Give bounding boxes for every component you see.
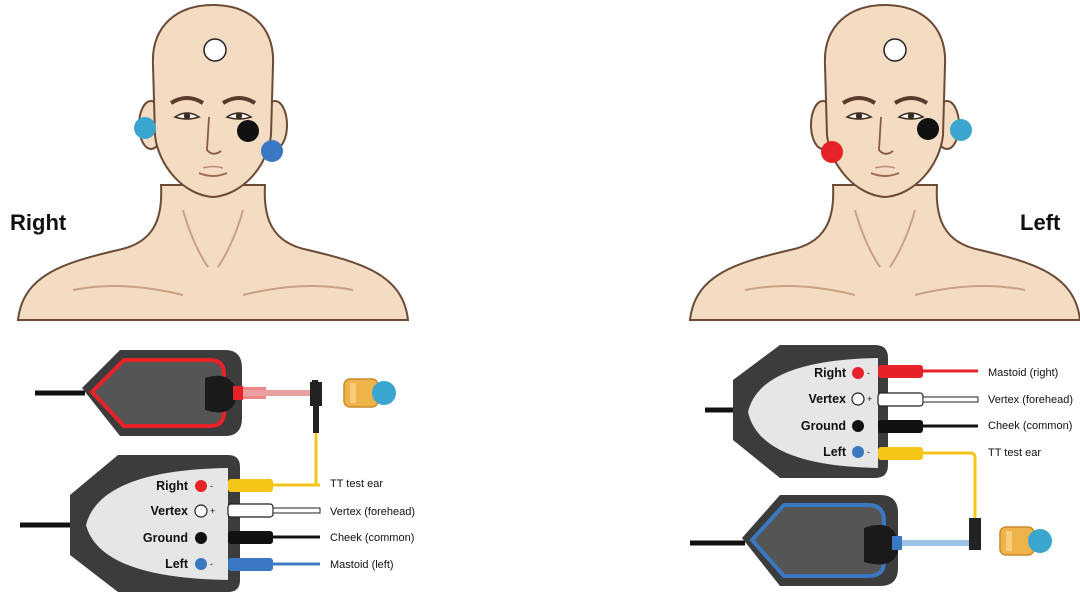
- preamp-right-dot-left: [195, 558, 207, 570]
- tt-tube: [255, 405, 316, 485]
- callout-left-mastoid-right: Mastoid (right): [988, 367, 1058, 379]
- preamp-right-dot-right: [195, 480, 207, 492]
- electrode-left-ear-dot: [950, 119, 972, 141]
- preamp-right-sign-right: -: [210, 481, 213, 491]
- callout-left-tt-test-ear: TT test ear: [988, 447, 1041, 459]
- preamp-left-sign-right: -: [867, 368, 870, 378]
- preamp-right-dot-vertex: [195, 505, 207, 517]
- transducer-box-red: [35, 350, 396, 436]
- preamp-right-sign-vertex: +: [210, 506, 215, 516]
- electrode-right-mastoid-dot: [821, 141, 843, 163]
- preamp-right-label-right: Right: [156, 479, 189, 493]
- preamp-left-dot-left: [852, 446, 864, 458]
- callout-right-tt-test-ear: TT test ear: [330, 478, 383, 490]
- preamp-left-label-vertex: Vertex: [808, 392, 846, 406]
- preamp-right-label-left: Left: [165, 557, 189, 571]
- callout-right-vertex: Vertex (forehead): [330, 506, 415, 518]
- preamp-right-sign-left: -: [210, 559, 213, 569]
- callout-left-vertex: Vertex (forehead): [988, 394, 1073, 406]
- callout-right-cheek: Cheek (common): [330, 532, 414, 544]
- lead-tt: [228, 479, 273, 492]
- preamp-left-label-ground: Ground: [801, 419, 846, 433]
- electrode-right-ear-dot: [134, 117, 156, 139]
- preamp-left-dot-vertex: [852, 393, 864, 405]
- preamp-left-sign-vertex: +: [867, 394, 872, 404]
- electrode-vertex-dot: [204, 39, 226, 61]
- preamp-right-dot-ground: [195, 532, 207, 544]
- preamp-right-label-ground: Ground: [143, 531, 188, 545]
- preamp-left-label-left: Left: [823, 445, 847, 459]
- preamp-left-label-right: Right: [814, 366, 847, 380]
- preamp-left-dot-right: [852, 367, 864, 379]
- electrode-ground-dot: [237, 120, 259, 142]
- electrode-left-ear-dot: [261, 140, 283, 162]
- preamp-left-dot-ground: [852, 420, 864, 432]
- preamp-right-label-vertex: Vertex: [150, 504, 188, 518]
- electrode-ground-dot: [917, 118, 939, 140]
- callout-left-cheek: Cheek (common): [988, 420, 1072, 432]
- preamp-right: [20, 455, 320, 592]
- preamp-left-sign-left: -: [867, 447, 870, 457]
- callout-right-mastoid-left: Mastoid (left): [330, 559, 394, 571]
- transducer-box-blue: [690, 495, 1052, 586]
- electrode-vertex-dot: [884, 39, 906, 61]
